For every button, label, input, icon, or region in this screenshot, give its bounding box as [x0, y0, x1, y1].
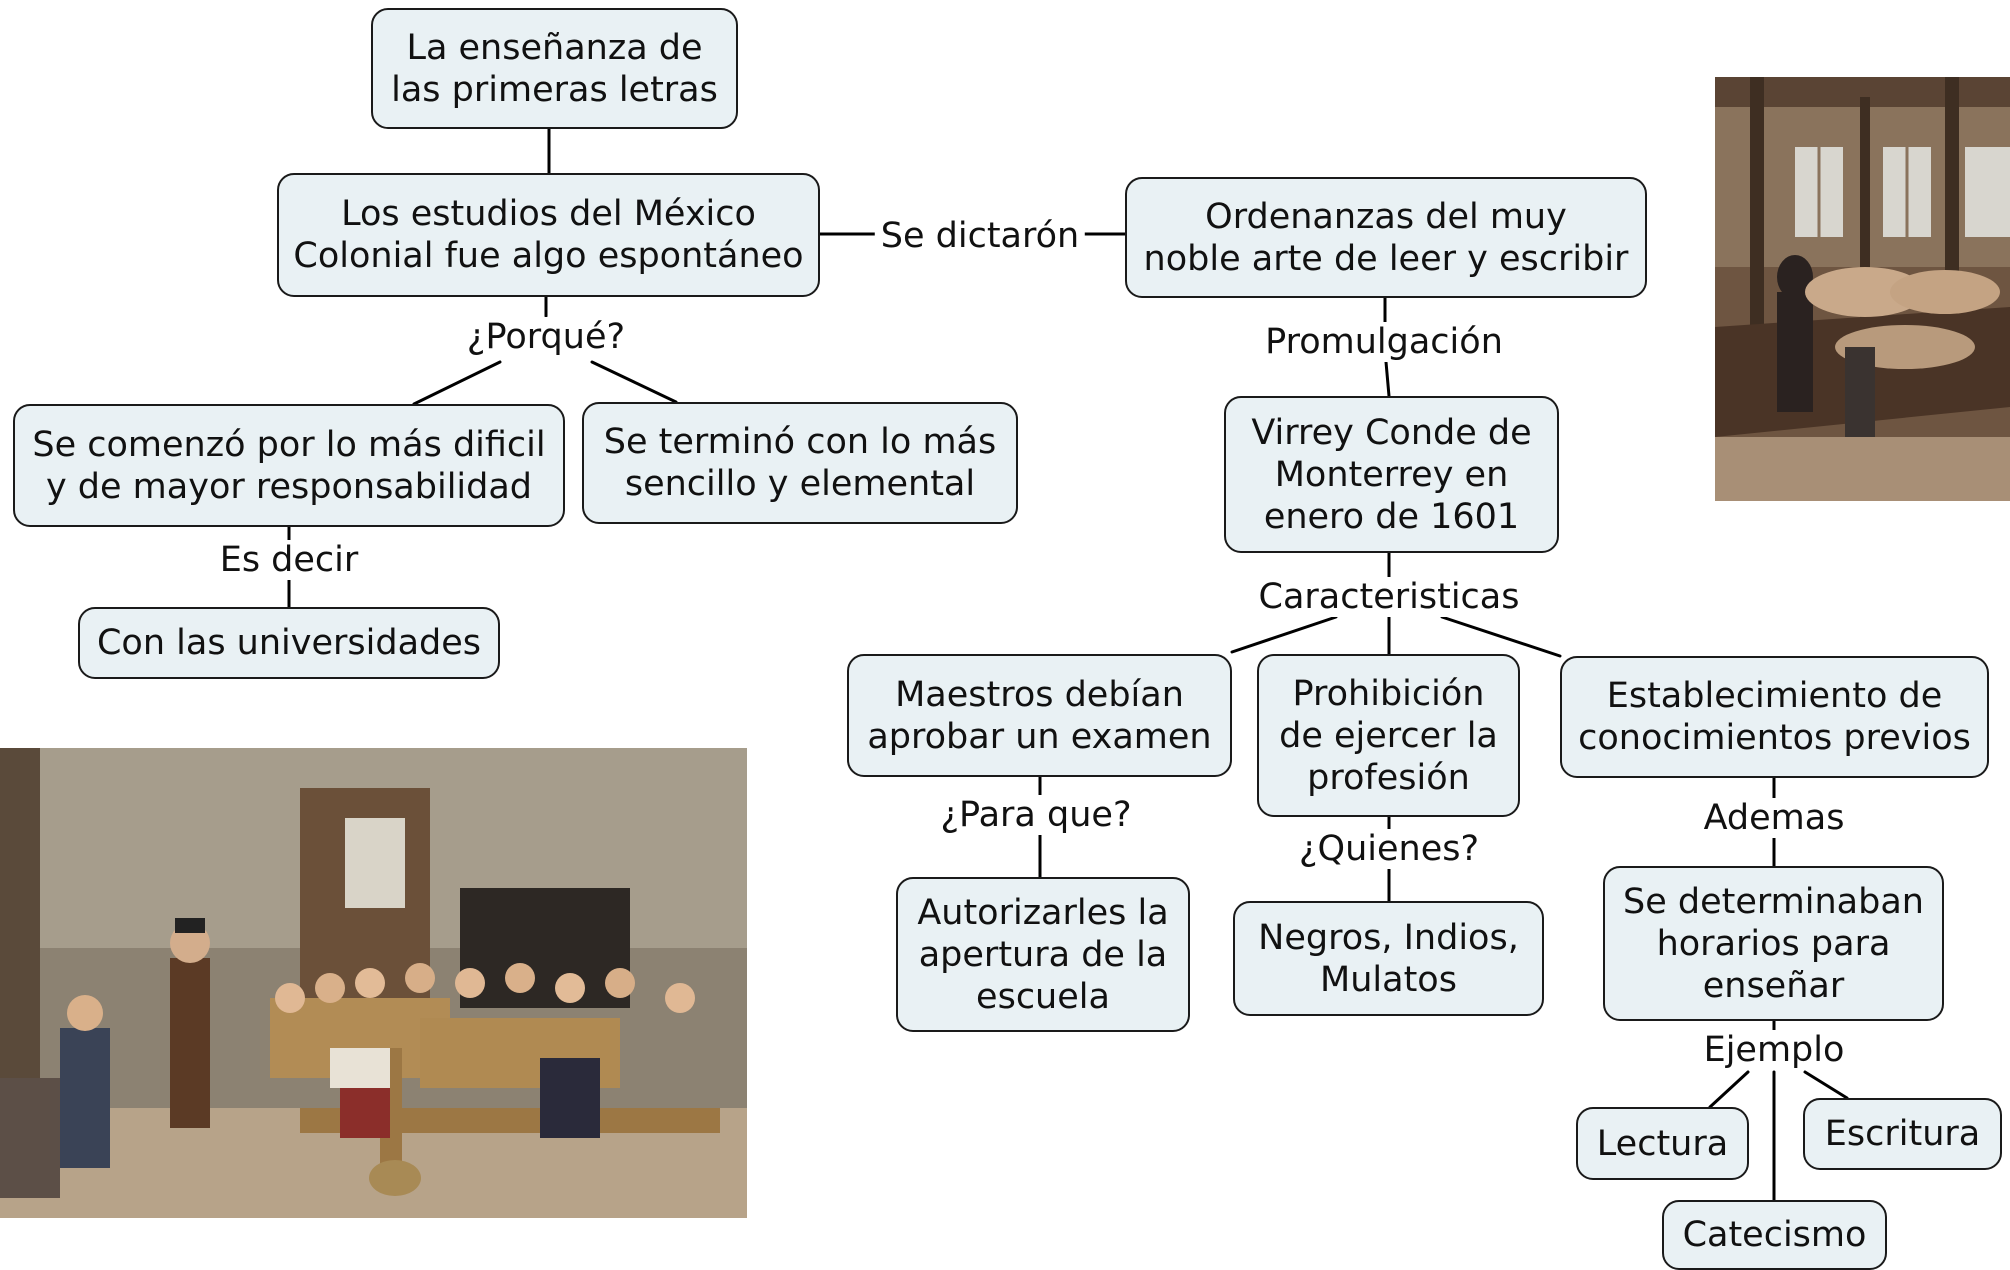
node-establecimiento: Establecimiento de conocimientos previos	[1560, 656, 1989, 778]
node-autorizarles: Autorizarles la apertura de la escuela	[896, 877, 1190, 1032]
classroom-painting-top-right	[1715, 77, 2010, 501]
label-se-dictaron: Se dictarón	[874, 216, 1086, 256]
node-prohibicion: Prohibición de ejercer la profesión	[1257, 654, 1520, 817]
node-negros-indios-mulatos: Negros, Indios, Mulatos	[1233, 901, 1544, 1016]
node-universidades: Con las universidades	[78, 607, 500, 679]
label-es-decir: Es decir	[213, 540, 365, 580]
label-ademas: Ademas	[1697, 798, 1851, 838]
node-ensenanza-primeras-letras: La enseñanza de las primeras letras	[371, 8, 738, 129]
node-ordenanzas: Ordenanzas del muy noble arte de leer y …	[1125, 177, 1647, 298]
node-catecismo: Catecismo	[1662, 1200, 1887, 1270]
label-para-que: ¿Para que?	[934, 795, 1138, 835]
label-promulgacion: Promulgación	[1259, 322, 1509, 362]
node-maestros-examen: Maestros debían aprobar un examen	[847, 654, 1232, 777]
node-virrey-conde: Virrey Conde de Monterrey en enero de 16…	[1224, 396, 1559, 553]
label-porque: ¿Porqué?	[460, 317, 632, 357]
node-lectura: Lectura	[1576, 1107, 1749, 1180]
label-quienes: ¿Quienes?	[1292, 829, 1486, 869]
node-estudios-mexico-colonial: Los estudios del México Colonial fue alg…	[277, 173, 820, 297]
classroom-painting-bottom-left	[0, 748, 747, 1218]
node-horarios: Se determinaban horarios para enseñar	[1603, 866, 1944, 1021]
node-termino-sencillo: Se terminó con lo más sencillo y element…	[582, 402, 1018, 524]
label-ejemplo: Ejemplo	[1697, 1030, 1851, 1070]
node-comenzo-dificil: Se comenzó por lo más dificil y de mayor…	[13, 404, 565, 527]
label-caracteristicas: Caracteristicas	[1252, 577, 1526, 617]
node-escritura: Escritura	[1803, 1098, 2002, 1170]
